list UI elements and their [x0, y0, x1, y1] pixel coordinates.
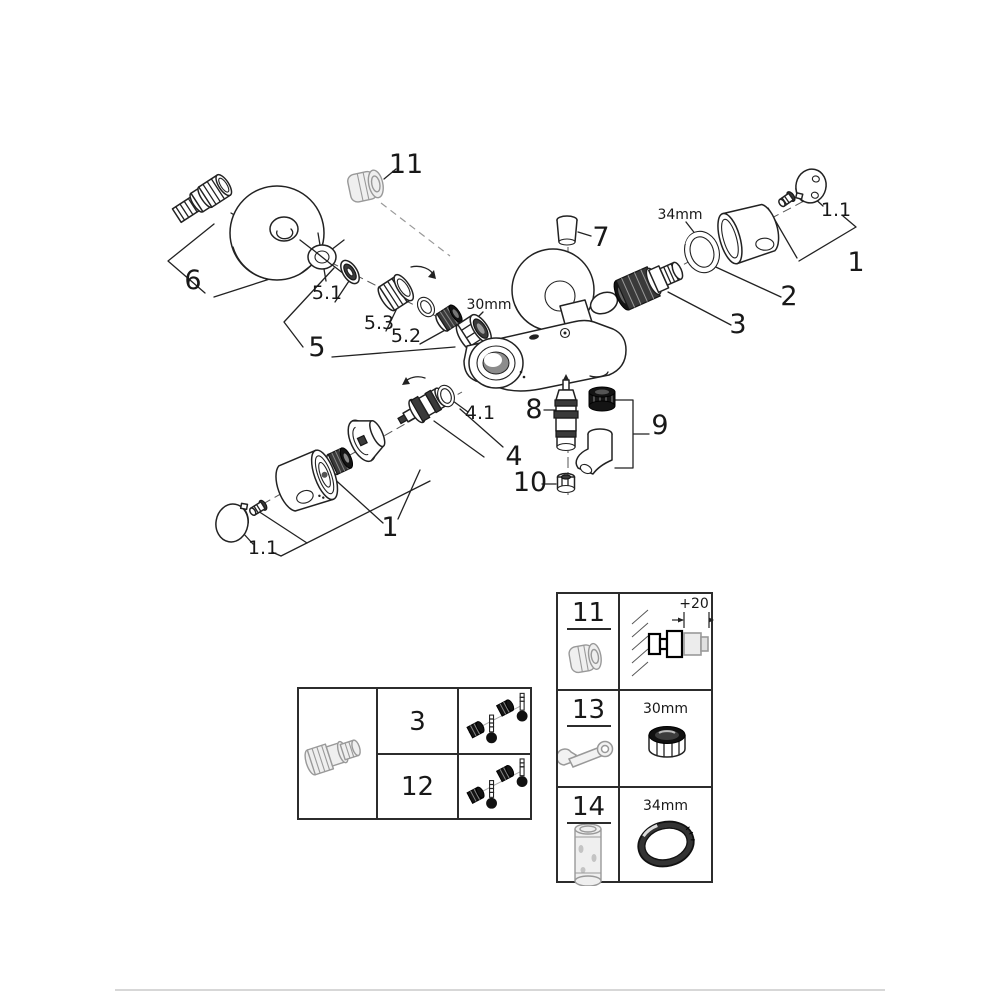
table-hline	[558, 786, 711, 788]
grey-cartridge-icon	[304, 739, 361, 776]
handle-screw-part1-1-bottom	[249, 499, 268, 517]
escutcheon-part6	[229, 185, 325, 281]
service-row-13-label-cell: 13	[558, 691, 619, 786]
kit-row-3-number: 3	[378, 707, 457, 737]
table-hline	[558, 689, 711, 691]
callout-1-bottom: 1	[381, 512, 398, 543]
cap-part7	[556, 215, 578, 246]
grey-socket-tool-icon	[574, 824, 602, 886]
grey-wrench-icon	[558, 740, 614, 768]
callout-10: 10	[513, 467, 547, 498]
kit-row-12-parts	[459, 755, 532, 818]
callout-4-1: 4.1	[465, 402, 495, 424]
o-ring-part5	[416, 296, 436, 318]
nut-part10	[556, 472, 576, 494]
retaining-ring-part2	[684, 230, 720, 274]
star-washer	[299, 232, 345, 282]
service-part-number: 13	[566, 696, 611, 727]
wall-hatch-icon	[631, 609, 649, 677]
fitting-outline-icon	[647, 629, 684, 659]
seal-part5-1	[340, 259, 360, 285]
service-row-14: 14 34mm	[558, 788, 711, 886]
callout-labels: 11 6 5.1 5.3 5 5.2 30mm 7 34mm 1.1 1 2 3…	[184, 149, 864, 559]
service-row-14-label-cell: 14	[558, 788, 619, 886]
screw-set-icon	[466, 692, 528, 744]
service-row-11: 11	[558, 594, 714, 689]
service-row-14-detail-cell: 34mm	[620, 788, 711, 885]
dimension-30mm-table: 30mm	[642, 701, 689, 717]
service-part-number: 11	[566, 599, 611, 630]
kit-part-number: 3	[409, 707, 426, 737]
service-part-number: 14	[566, 793, 611, 824]
callout-4: 4	[505, 441, 522, 472]
service-row-11-label-cell: 11	[558, 594, 619, 689]
grey-cap-icon	[568, 642, 602, 674]
dimension-30mm: 30mm	[466, 297, 511, 313]
dimension-plus20: +20	[679, 596, 709, 612]
s-union-part6	[171, 173, 247, 224]
handle-shell-part1-bottom	[275, 449, 339, 512]
thermostat-cartridge-part3	[613, 261, 684, 311]
kit-cartridge-cell	[299, 689, 376, 818]
dimension-arrows	[672, 612, 714, 628]
callout-6: 6	[184, 265, 201, 296]
callout-1-1-top: 1.1	[821, 199, 851, 221]
black-nut-icon	[648, 726, 686, 758]
knob-part9	[588, 386, 616, 412]
callout-8: 8	[525, 394, 542, 425]
handle-cap-part1-1-bottom	[215, 502, 249, 543]
black-ring-icon	[637, 820, 695, 868]
screw-kit-table: 3 12	[297, 687, 532, 820]
callout-2: 2	[780, 281, 797, 312]
callout-11: 11	[389, 149, 423, 180]
extension-piece-icon	[683, 632, 709, 656]
extension-cap-part11	[347, 169, 384, 203]
kit-part-number: 12	[400, 772, 435, 802]
kit-row-3-parts	[459, 689, 532, 753]
bottom-divider	[115, 989, 885, 991]
kit-row-12-number: 12	[378, 772, 457, 802]
table-vline	[376, 689, 378, 818]
handle-cover-part1-1-top	[794, 168, 827, 204]
handle-shell-part1-top	[717, 203, 780, 265]
service-row-11-detail-cell: +20	[620, 594, 714, 689]
o-ring-part4-1	[437, 384, 455, 408]
callout-9: 9	[651, 410, 668, 441]
table-hline	[378, 753, 530, 755]
callout-7: 7	[592, 222, 609, 253]
mixer-body	[463, 291, 627, 392]
service-parts-table: 11	[556, 592, 714, 886]
callout-5: 5	[308, 332, 325, 363]
handle-screw-part1-1-top	[778, 191, 796, 208]
callout-5-1: 5.1	[312, 282, 342, 304]
dimension-34mm-table: 34mm	[642, 798, 689, 814]
service-row-13: 13 30mm	[558, 691, 711, 786]
thermo-element-part8	[553, 374, 579, 452]
knurled-nut-part1	[326, 447, 354, 476]
callout-5-2: 5.2	[391, 325, 421, 347]
callout-1-top: 1	[847, 247, 864, 278]
union-body-part5-3	[377, 265, 436, 312]
dimension-34mm: 34mm	[657, 207, 702, 223]
diverter-spout-part9	[575, 428, 613, 475]
extension-install-diagram: +20	[631, 596, 714, 677]
handle-hub-part1	[347, 419, 386, 463]
callout-5-3: 5.3	[364, 312, 394, 334]
screw-set-icon	[466, 758, 528, 809]
service-row-13-detail-cell: 30mm	[620, 691, 711, 786]
callout-1-1-bottom: 1.1	[248, 537, 278, 559]
table-vline	[618, 594, 620, 881]
callout-3: 3	[729, 309, 746, 340]
